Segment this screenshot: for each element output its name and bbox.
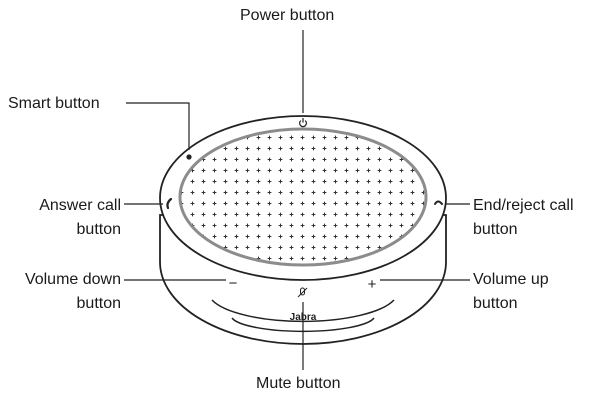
speaker-grill (178, 127, 428, 267)
power-icon[interactable] (299, 118, 307, 128)
volume-up-label: Volume up button (473, 271, 549, 312)
end-reject-call-label: End/reject call button (473, 197, 574, 238)
end-call-icon[interactable] (434, 200, 443, 205)
volume-down-label: Volume down button (24, 271, 121, 312)
answer-call-label: Answer call button (39, 197, 121, 238)
smart-callout-line (126, 102, 190, 150)
power-button-label: Power button (240, 7, 335, 24)
volume-up-symbol[interactable]: + (368, 276, 377, 293)
mute-button-label: Mute button (256, 375, 341, 392)
smart-indicator-dot[interactable] (186, 154, 192, 160)
callout-lines (124, 30, 470, 370)
answer-call-icon[interactable] (166, 197, 173, 210)
mute-icon[interactable] (297, 287, 308, 298)
volume-down-symbol[interactable]: − (229, 275, 238, 292)
smart-button-label: Smart button (8, 95, 100, 112)
